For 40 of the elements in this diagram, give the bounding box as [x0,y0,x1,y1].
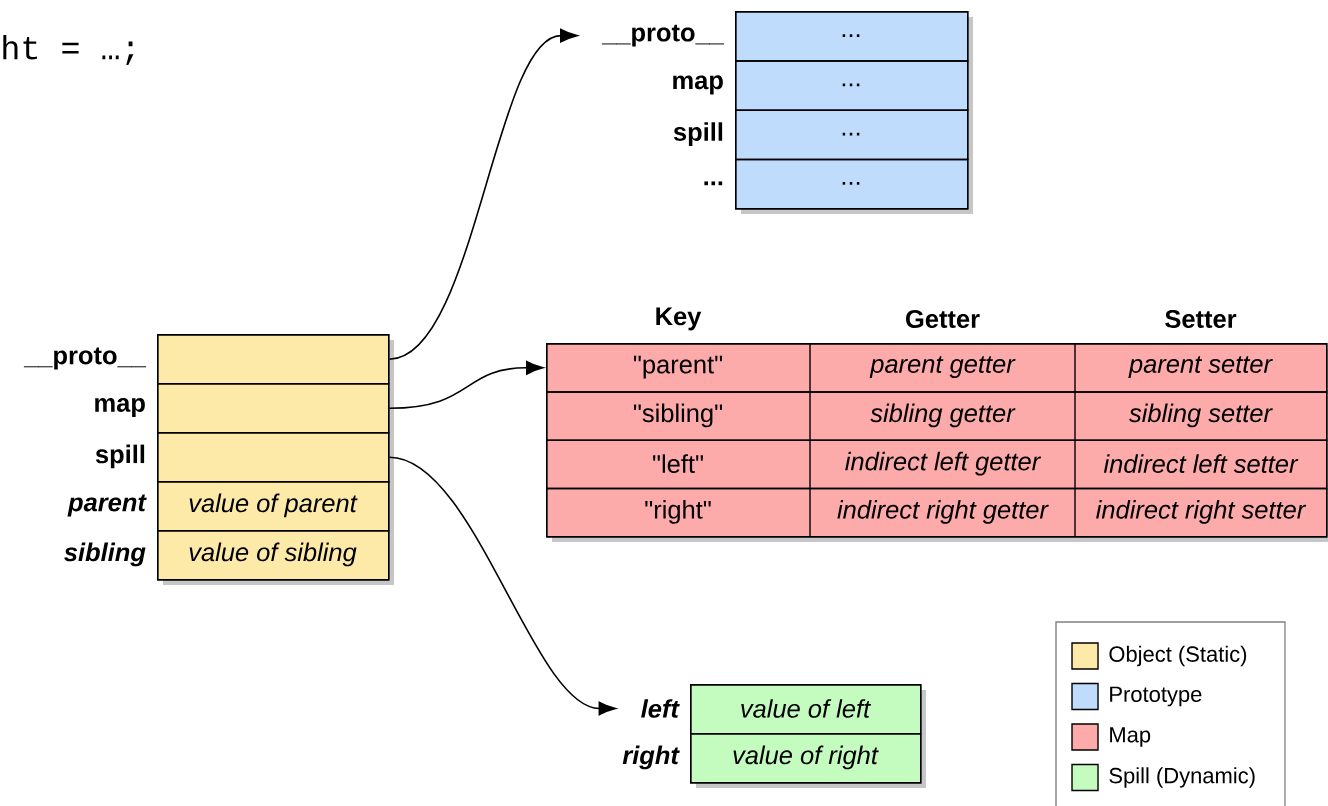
table-row: "left" indirect left getter indirect left setter [546,438,1328,490]
table-row: sibling value of sibling [64,530,390,581]
table-row: parent value of parent [67,481,390,532]
table-row: "right" indirect right getter indirect right setter [546,487,1328,538]
node-label: left [641,699,680,718]
table-row: "sibling" sibling getter sibling setter [546,390,1328,441]
node-label: right [622,745,680,770]
table-row: map ... [673,60,969,111]
table-row: ... ... [704,158,969,210]
node-label: Setter [1165,309,1237,329]
node-label: sibling [64,542,146,567]
node-label: ... [704,181,723,186]
table-frame [735,11,973,214]
arrow [388,28,578,360]
arrow [388,456,617,716]
legend-item: Spill (Dynamic) [1071,763,1255,792]
node-label: parent [67,494,147,517]
table-row: map [95,383,390,434]
table-row: __proto__ ... [601,11,969,62]
node-label: map [673,75,723,95]
node-label: map [95,397,145,418]
table-row: "parent" parent getter parent setter [546,342,1328,393]
table-frame [690,684,926,788]
arrow [388,360,544,409]
legend-item: Prototype [1071,682,1202,711]
node-label: Key [656,307,702,331]
node-label: Getter [906,309,980,329]
table-frame [157,334,394,585]
node-label: spill [673,122,723,147]
code-text: ht = …; [3,34,134,66]
legend-item: Object (Static) [1071,642,1247,670]
table-row: __proto__ [23,334,390,385]
table-row: left value of left [641,684,922,735]
node-label: __proto__ [23,347,147,370]
table-row: spill [95,432,390,483]
node-label: __proto__ [601,24,725,47]
table-row: right value of right [622,733,922,784]
table-row: spill ... [673,109,969,161]
node-label: spill [95,444,145,469]
legend-item: Map [1071,723,1151,751]
